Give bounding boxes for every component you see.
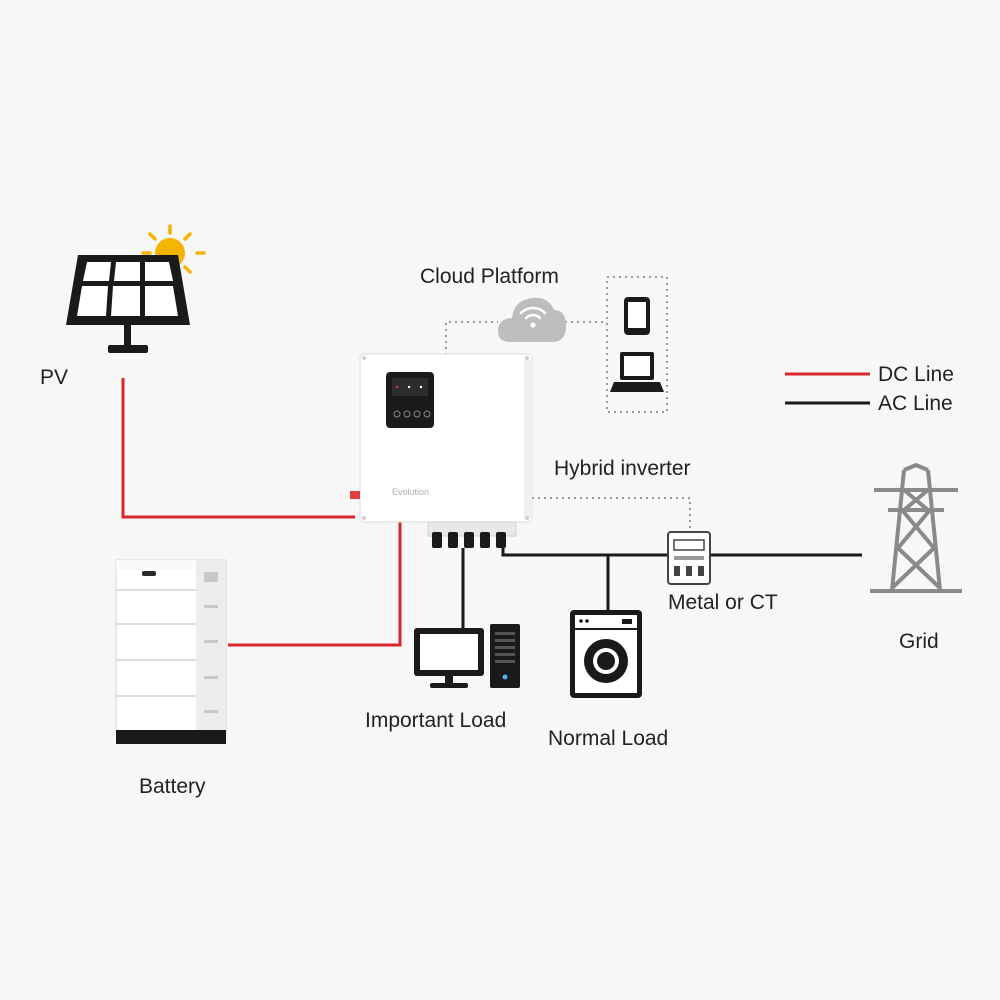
legend: DC Line AC Line — [785, 363, 954, 415]
inverter-display — [386, 372, 434, 428]
comm-line-inverter-meter — [532, 497, 691, 532]
pv-label: PV — [40, 366, 68, 389]
dc-line-pv-inverter — [121, 378, 355, 519]
monitoring-devices — [606, 276, 668, 413]
washing-machine-icon — [570, 610, 642, 698]
legend-ac-label: AC Line — [878, 392, 953, 415]
dc-line-battery-inverter — [228, 520, 402, 647]
comm-line-inverter-cloud — [445, 321, 498, 355]
legend-dc-label: DC Line — [878, 363, 954, 386]
normal-load-label: Normal Load — [548, 727, 668, 750]
connection-lines — [121, 321, 862, 647]
important-load-label: Important Load — [365, 709, 506, 732]
pc-tower-icon — [490, 624, 520, 688]
inverter-terminals — [427, 521, 517, 548]
laptop-icon — [610, 352, 664, 392]
battery-icon — [115, 559, 227, 744]
monitor-icon — [414, 628, 484, 688]
important-load-icon — [414, 624, 520, 688]
meter-icon — [667, 531, 711, 585]
grid-tower-icon — [870, 463, 962, 593]
hybrid-inverter-icon: Evolution — [350, 353, 533, 548]
hybrid-inverter-label: Hybrid inverter — [554, 457, 691, 480]
devices-box-outline — [606, 276, 668, 413]
battery-label: Battery — [139, 775, 206, 798]
meter-label: Metal or CT — [668, 591, 778, 614]
cloud-platform-label: Cloud Platform — [420, 265, 559, 288]
grid-label: Grid — [899, 630, 939, 653]
smartphone-icon — [624, 297, 650, 335]
cloud-icon — [498, 297, 566, 342]
ac-line-grid — [501, 548, 862, 557]
inverter-brand: Evolution — [392, 487, 429, 497]
solar-panel-icon — [66, 255, 190, 353]
